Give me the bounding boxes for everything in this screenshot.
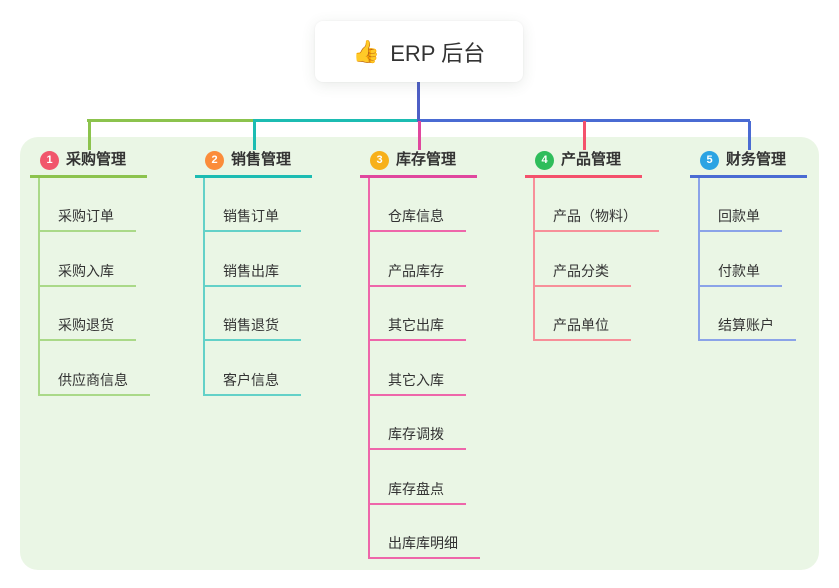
- connector-branch-drop: [583, 121, 586, 150]
- connector-branch-drop: [253, 121, 256, 150]
- connector-child-underline: [368, 448, 466, 450]
- branch-node-3[interactable]: 库存管理: [396, 151, 457, 168]
- child-node[interactable]: 付款单: [718, 263, 760, 279]
- connector-child-underline: [368, 557, 480, 559]
- connector-child-underline: [533, 339, 631, 341]
- child-node[interactable]: 采购退货: [58, 317, 114, 333]
- child-node[interactable]: 库存盘点: [388, 481, 444, 497]
- child-node[interactable]: 产品分类: [553, 263, 609, 279]
- connector-branch-trunk: [533, 178, 535, 341]
- connector-child-underline: [203, 285, 301, 287]
- connector-child-underline: [38, 339, 136, 341]
- connector-branch-trunk: [368, 178, 370, 559]
- child-node[interactable]: 采购订单: [58, 208, 114, 224]
- child-node[interactable]: 产品（物料）: [553, 208, 637, 224]
- connector-branch-drop: [88, 121, 91, 150]
- child-node[interactable]: 供应商信息: [58, 372, 128, 388]
- branch-number-badge: 1: [40, 151, 59, 170]
- connector-child-underline: [368, 230, 466, 232]
- connector-bus-mid: [253, 119, 419, 122]
- branch-number-badge: 2: [205, 151, 224, 170]
- child-node[interactable]: 结算账户: [718, 317, 774, 333]
- connector-branch-trunk: [698, 178, 700, 341]
- child-node[interactable]: 销售出库: [223, 263, 279, 279]
- child-node[interactable]: 产品单位: [553, 317, 609, 333]
- branch-node-5[interactable]: 财务管理: [726, 151, 787, 168]
- connector-child-underline: [368, 503, 466, 505]
- connector-child-underline: [533, 285, 631, 287]
- connector-branch-drop: [748, 121, 751, 150]
- connector-child-underline: [203, 339, 301, 341]
- root-node[interactable]: 👍 ERP 后台: [315, 21, 523, 82]
- connector-child-underline: [38, 285, 136, 287]
- child-node[interactable]: 出库库明细: [388, 535, 458, 551]
- branch-node-1[interactable]: 采购管理: [66, 151, 127, 168]
- connector-bus-right: [417, 119, 750, 122]
- connector-branch-trunk: [38, 178, 40, 396]
- connector-branch-underline: [195, 175, 312, 178]
- connector-branch-underline: [360, 175, 477, 178]
- connector-child-underline: [698, 285, 782, 287]
- connector-child-underline: [368, 285, 466, 287]
- connector-child-underline: [533, 230, 659, 232]
- branch-node-4[interactable]: 产品管理: [561, 151, 622, 168]
- branches-panel: [20, 137, 819, 570]
- connector-branch-underline: [525, 175, 642, 178]
- connector-child-underline: [698, 230, 782, 232]
- child-node[interactable]: 产品库存: [388, 263, 444, 279]
- connector-bus-left: [87, 119, 254, 122]
- connector-branch-trunk: [203, 178, 205, 396]
- connector-child-underline: [38, 394, 150, 396]
- connector-child-underline: [203, 230, 301, 232]
- connector-child-underline: [203, 394, 301, 396]
- connector-branch-drop: [418, 121, 421, 150]
- branch-number-badge: 3: [370, 151, 389, 170]
- child-node[interactable]: 销售退货: [223, 317, 279, 333]
- branch-number-badge: 5: [700, 151, 719, 170]
- child-node[interactable]: 销售订单: [223, 208, 279, 224]
- thumbs-up-icon: 👍: [352, 38, 381, 64]
- child-node[interactable]: 仓库信息: [388, 208, 444, 224]
- branch-node-2[interactable]: 销售管理: [231, 151, 292, 168]
- connector-child-underline: [38, 230, 136, 232]
- child-node[interactable]: 其它出库: [388, 317, 444, 333]
- child-node[interactable]: 回款单: [718, 208, 760, 224]
- connector-branch-underline: [690, 175, 807, 178]
- connector-root-line: [417, 82, 420, 121]
- child-node[interactable]: 采购入库: [58, 263, 114, 279]
- child-node[interactable]: 客户信息: [223, 372, 279, 388]
- branch-number-badge: 4: [535, 151, 554, 170]
- child-node[interactable]: 其它入库: [388, 372, 444, 388]
- connector-child-underline: [368, 339, 466, 341]
- connector-child-underline: [698, 339, 796, 341]
- child-node[interactable]: 库存调拨: [388, 426, 444, 442]
- root-node-label: ERP 后台: [390, 40, 486, 66]
- connector-child-underline: [368, 394, 466, 396]
- connector-branch-underline: [30, 175, 147, 178]
